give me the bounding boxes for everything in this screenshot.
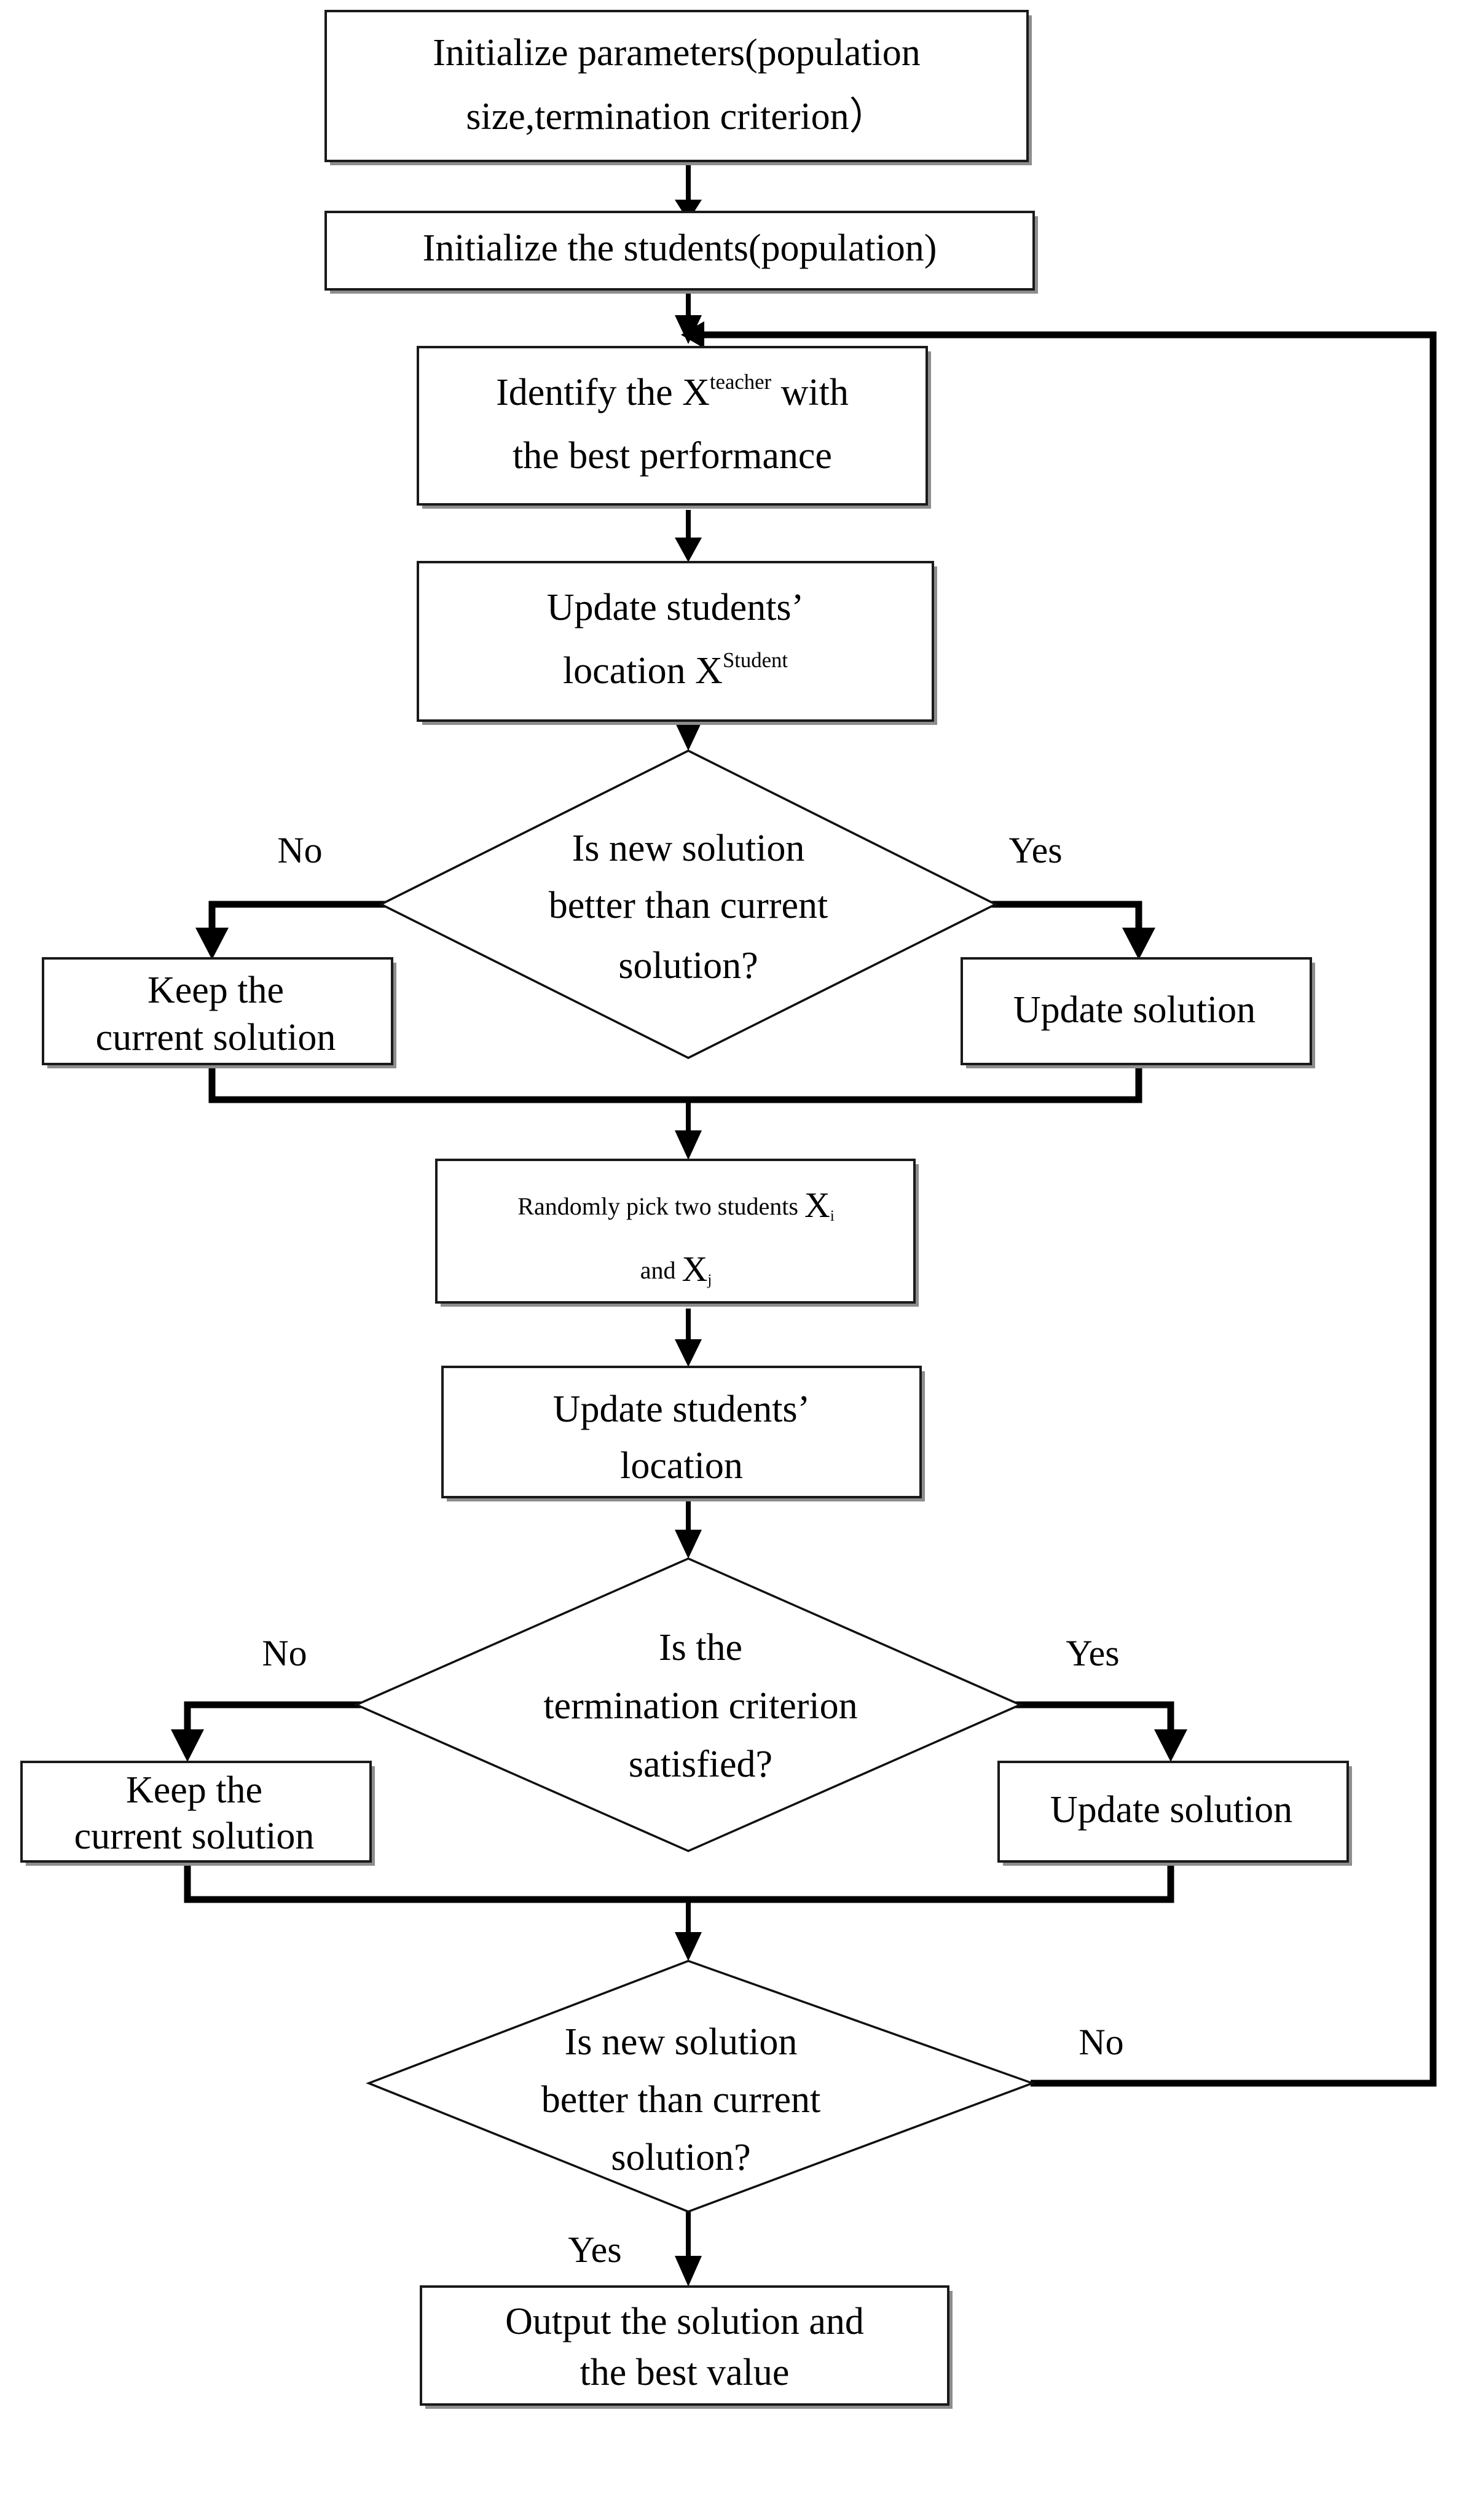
edge-merge-section2 xyxy=(184,1865,1174,1961)
node-decision-termination-line3: satisfied? xyxy=(629,1743,772,1785)
node-init-parameters[interactable]: Initialize parameters(population size,te… xyxy=(324,10,1032,165)
edge-randompick-to-updateloc2 xyxy=(675,1309,702,1367)
node-output-solution-line1: Output the solution and xyxy=(505,2301,864,2342)
edge-decision1-no xyxy=(195,901,393,960)
node-decision-better-1[interactable]: Is new solution better than current solu… xyxy=(379,749,998,1059)
node-decision-better-2-line1: Is new solution xyxy=(565,2021,798,2063)
node-decision-better-2-line2: better than current xyxy=(541,2079,820,2121)
edge-decision2-yes xyxy=(1008,1701,1187,1762)
edge-init-students-to-identify xyxy=(675,289,702,344)
edge-decision2-no xyxy=(171,1701,372,1762)
edge-label-decision3-yes: Yes xyxy=(568,2229,621,2270)
node-identify-teacher-line2: the best performance xyxy=(513,435,832,477)
edge-decision1-yes xyxy=(983,901,1155,960)
node-update-student-location-line2: location XStudent xyxy=(563,648,788,692)
node-decision-better-1-line2: better than current xyxy=(549,885,828,926)
edge-label-decision1-no: No xyxy=(277,830,322,871)
node-randomly-pick-line1: Randomly pick two students Xi xyxy=(517,1185,835,1225)
node-update-student-location-line1: Update students’ xyxy=(547,587,804,628)
node-update-solution-2[interactable]: Update solution xyxy=(997,1761,1352,1866)
edge-feedback-loop-outer xyxy=(681,321,1437,2087)
node-decision-termination[interactable]: Is the termination criterion satisfied? xyxy=(353,1557,1023,1852)
node-init-students[interactable]: Initialize the students(population) xyxy=(324,211,1038,294)
node-decision-better-2[interactable]: Is new solution better than current solu… xyxy=(366,1960,1036,2213)
edge-label-decision2-yes: Yes xyxy=(1066,1633,1119,1673)
node-init-students-label: Initialize the students(population) xyxy=(423,227,937,269)
edge-label-decision1-yes: Yes xyxy=(1008,830,1062,871)
node-output-solution-line2: the best value xyxy=(580,2352,790,2393)
node-update-location-2-line2: location xyxy=(620,1445,743,1487)
node-identify-teacher-line1: Identify the Xteacher with xyxy=(496,370,849,413)
node-decision-better-2-line3: solution? xyxy=(611,2137,750,2178)
node-update-location-2[interactable]: Update students’ location xyxy=(441,1366,925,1501)
node-identify-teacher[interactable]: Identify the Xteacher with the best perf… xyxy=(417,346,931,509)
node-keep-current-1-line1: Keep the xyxy=(147,969,284,1011)
edge-merge-section1 xyxy=(208,1066,1142,1160)
edge-identify-to-update-location xyxy=(675,510,702,562)
edge-updateloc2-to-decision2 xyxy=(675,1499,702,1559)
node-update-solution-1-label: Update solution xyxy=(1013,989,1256,1031)
node-keep-current-2[interactable]: Keep the current solution xyxy=(20,1761,375,1866)
node-decision-better-1-line1: Is new solution xyxy=(572,828,805,869)
node-decision-better-1-line3: solution? xyxy=(618,945,758,987)
node-update-solution-1[interactable]: Update solution xyxy=(961,957,1315,1068)
node-decision-termination-line2: termination criterion xyxy=(543,1685,857,1727)
edge-decision3-yes xyxy=(675,2212,702,2287)
node-decision-termination-line1: Is the xyxy=(659,1627,742,1669)
node-randomly-pick-line2: and Xj xyxy=(640,1249,712,1289)
node-init-parameters-line1: Initialize parameters(population xyxy=(433,32,921,74)
node-update-location-2-line1: Update students’ xyxy=(553,1388,810,1430)
edge-label-decision2-no: No xyxy=(262,1633,307,1673)
edge-init-params-to-init-students xyxy=(675,161,702,221)
node-keep-current-2-line2: current solution xyxy=(74,1815,315,1857)
node-update-solution-2-label: Update solution xyxy=(1050,1789,1292,1831)
node-output-solution[interactable]: Output the solution and the best value xyxy=(420,2285,953,2409)
node-keep-current-1[interactable]: Keep the current solution xyxy=(42,957,396,1068)
node-init-parameters-line2: size,termination criterion） xyxy=(466,96,887,138)
node-keep-current-2-line1: Keep the xyxy=(126,1769,262,1811)
node-keep-current-1-line2: current solution xyxy=(96,1017,336,1058)
node-randomly-pick[interactable]: Randomly pick two students Xi and Xj xyxy=(435,1159,919,1307)
edge-label-decision3-no: No xyxy=(1079,2022,1123,2062)
node-update-student-location[interactable]: Update students’ location XStudent xyxy=(417,561,937,725)
